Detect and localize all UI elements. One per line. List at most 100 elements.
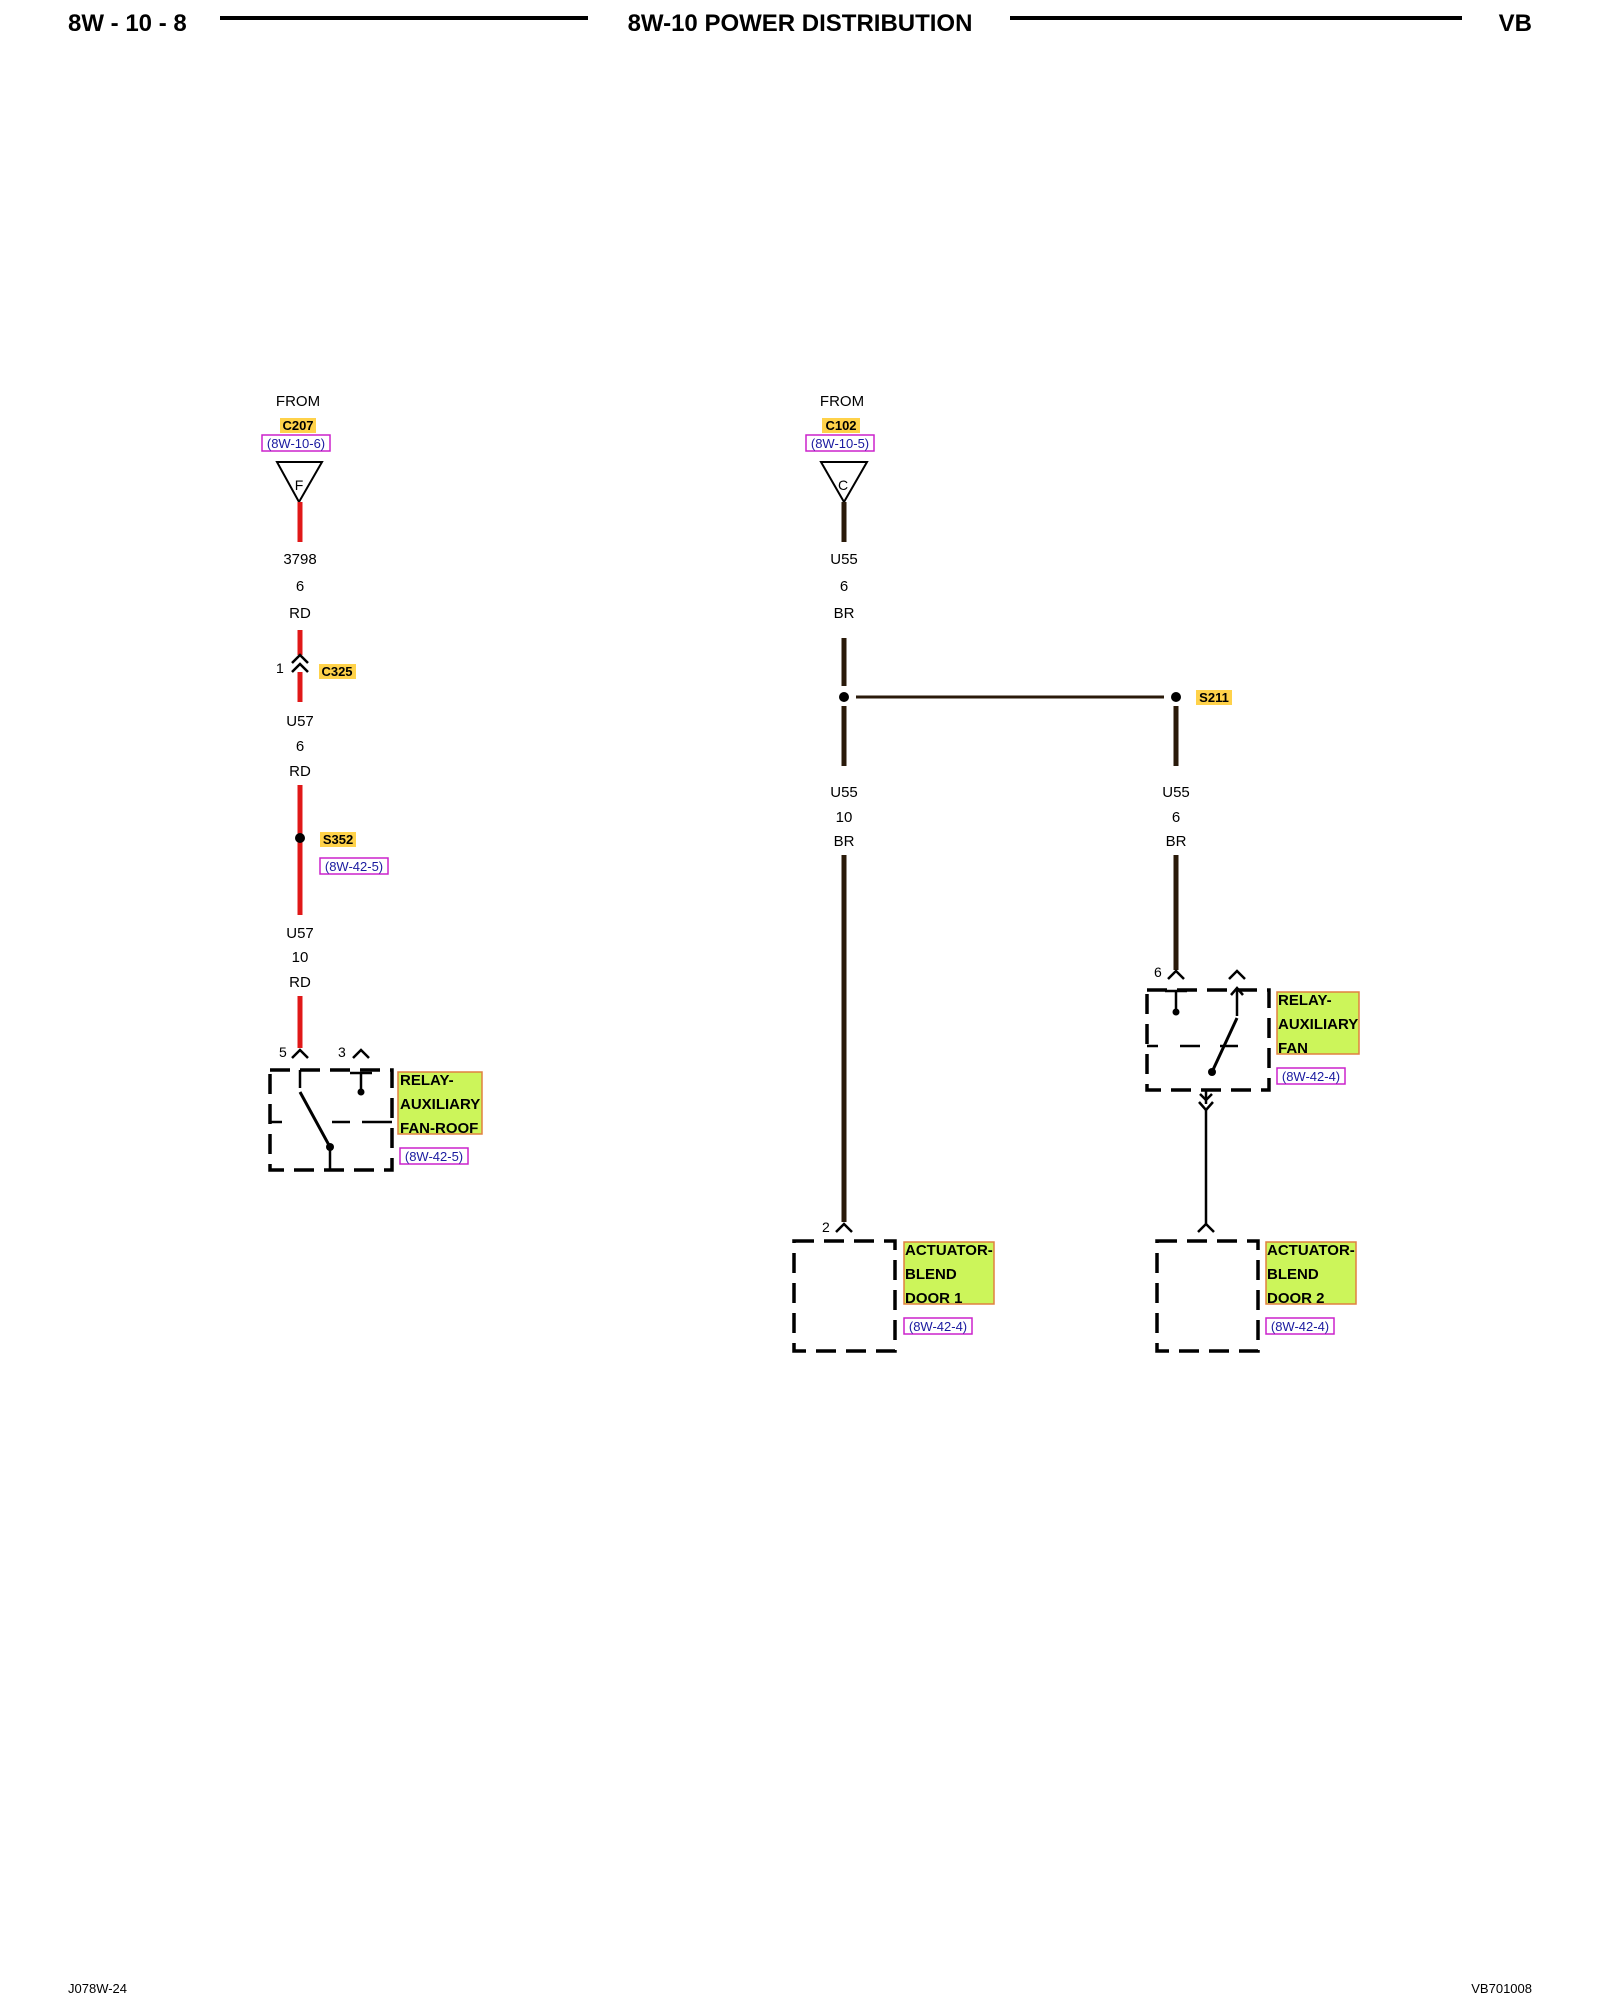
door2-component-box <box>1155 1239 1260 1353</box>
ref-box-left-source <box>261 434 331 452</box>
connector-c102-label[interactable]: C102 <box>825 418 856 433</box>
relay-fan-roof-line3[interactable]: FAN-ROOF <box>400 1120 478 1137</box>
door1-line2[interactable]: BLEND <box>905 1266 957 1283</box>
source-connector-symbol-right <box>819 461 869 505</box>
relay-fan-pin-6-dot <box>1172 1008 1180 1016</box>
connector-c207-label[interactable]: C207 <box>282 418 313 433</box>
door1-pin-label: 2 <box>822 1219 830 1235</box>
door2-terminal <box>1197 1222 1215 1233</box>
relay-pin-3-dot <box>357 1088 365 1096</box>
wire-u57-color: RD <box>289 763 311 780</box>
inline-connector-symbol <box>291 653 309 673</box>
relay-pin-3-label: 3 <box>338 1044 346 1060</box>
wire-u57-circuit: U57 <box>286 713 314 730</box>
splice-junction-left <box>839 692 849 702</box>
connector-tag-c102 <box>822 418 860 433</box>
ref-box-right-source <box>805 434 875 452</box>
splice-s352-dot <box>295 833 305 843</box>
wire-u55-10-circuit: U55 <box>830 784 858 801</box>
ref-link-relay-fan[interactable]: (8W-42-4) <box>1282 1069 1340 1084</box>
connector-tag-c325 <box>319 664 356 679</box>
wire-u55-10-color: BR <box>834 833 855 850</box>
page-number: 8W - 10 - 8 <box>68 10 187 37</box>
from-label-left: FROM <box>276 393 320 410</box>
relay-auxiliary-fan-roof[interactable]: 5 3 <box>268 1044 394 1172</box>
relay-fan-pin-6-terminal <box>1167 969 1185 980</box>
ref-box-door1 <box>903 1317 973 1335</box>
wire-u57-10-color: RD <box>289 974 311 991</box>
wire-u57-gauge: 6 <box>296 738 304 755</box>
relay-auxiliary-fan[interactable]: 6 <box>1145 964 1271 1104</box>
wire-3798-circuit: 3798 <box>283 551 316 568</box>
ref-box-relay-fan-roof <box>399 1147 469 1165</box>
splice-tag-s352 <box>320 832 356 847</box>
wire-u55-6-color: BR <box>1166 833 1187 850</box>
ref-link-door2[interactable]: (8W-42-4) <box>1271 1319 1329 1334</box>
ref-link-s352[interactable]: (8W-42-5) <box>325 859 383 874</box>
door2-tag <box>1265 1241 1357 1305</box>
relay-fan-pin-6-label: 6 <box>1154 964 1162 980</box>
actuator-blend-door-1[interactable]: 2 <box>792 1219 897 1353</box>
relay-fan-line2[interactable]: AUXILIARY <box>1278 1016 1358 1033</box>
ref-box-s352 <box>319 857 389 875</box>
relay-fan-roof-tag <box>397 1071 483 1135</box>
wire-3798-color: RD <box>289 605 311 622</box>
footer-left-code: J078W-24 <box>68 1981 127 1996</box>
wire-u55-6-gauge: 6 <box>1172 809 1180 826</box>
from-label-right: FROM <box>820 393 864 410</box>
cavity-label-f: F <box>295 477 304 493</box>
door1-component-box <box>792 1239 897 1353</box>
relay-fan-line1[interactable]: RELAY- <box>1278 992 1332 1009</box>
relay-fan-switch-contact <box>1208 1068 1216 1076</box>
model-code: VB <box>1499 10 1532 37</box>
ref-box-relay-fan <box>1276 1067 1346 1085</box>
ref-link-relay-fan-roof[interactable]: (8W-42-5) <box>405 1149 463 1164</box>
splice-tag-s211 <box>1196 690 1232 705</box>
door1-line1[interactable]: ACTUATOR- <box>905 1242 993 1259</box>
relay-fan-line3[interactable]: FAN <box>1278 1040 1308 1057</box>
door1-terminal <box>835 1222 853 1233</box>
wire-u55-10-gauge: 10 <box>836 809 853 826</box>
page-title: 8W-10 POWER DISTRIBUTION <box>628 10 973 37</box>
splice-s211-dot <box>1171 692 1181 702</box>
splice-s211-label[interactable]: S211 <box>1199 690 1229 705</box>
wire-u55-gauge: 6 <box>840 578 848 595</box>
relay-fan-output-arrow <box>1199 1093 1213 1102</box>
ref-link-door1[interactable]: (8W-42-4) <box>909 1319 967 1334</box>
wire-u55-color: BR <box>834 605 855 622</box>
cavity-label-c: C <box>838 477 848 493</box>
source-connector-symbol-left <box>275 461 324 505</box>
relay-fan-pivot-arrow <box>1230 986 1244 996</box>
relay-fan-roof-line2[interactable]: AUXILIARY <box>400 1096 480 1113</box>
relay-pin-5-label: 5 <box>279 1044 287 1060</box>
wire-u57-10-gauge: 10 <box>292 949 309 966</box>
c325-pin-label: 1 <box>276 660 284 676</box>
left-circuit: FROM C207 (8W-10-6) F 3798 6 RD 1 C325 U… <box>261 393 483 1172</box>
ref-link-left-source[interactable]: (8W-10-6) <box>267 436 325 451</box>
actuator-blend-door-2[interactable] <box>1155 1222 1260 1353</box>
relay-switch-arm <box>298 1091 332 1148</box>
ref-box-door2 <box>1265 1317 1335 1335</box>
right-circuit: FROM C102 (8W-10-5) C U55 6 BR S211 U55 … <box>792 393 1360 1353</box>
relay-fan-output-terminal <box>1228 969 1246 980</box>
door1-tag <box>903 1241 995 1305</box>
wire-u57-10-circuit: U57 <box>286 925 314 942</box>
door2-line1[interactable]: ACTUATOR- <box>1267 1242 1355 1259</box>
door2-line2[interactable]: BLEND <box>1267 1266 1319 1283</box>
relay-fan-roof-line1[interactable]: RELAY- <box>400 1072 454 1089</box>
wire-u55-circuit: U55 <box>830 551 858 568</box>
relay-fan-tag <box>1276 991 1360 1055</box>
wire-3798-gauge: 6 <box>296 578 304 595</box>
door1-line3[interactable]: DOOR 1 <box>905 1290 963 1307</box>
relay-pin-5-terminal <box>291 1048 309 1059</box>
footer-right-code: VB701008 <box>1471 1981 1532 1996</box>
splice-s352-label[interactable]: S352 <box>323 832 353 847</box>
wire-u55-6-circuit: U55 <box>1162 784 1190 801</box>
relay-fan-box <box>1145 988 1271 1092</box>
relay-pin-3-terminal <box>352 1048 370 1059</box>
connector-c325-label[interactable]: C325 <box>321 664 352 679</box>
ref-link-right-source[interactable]: (8W-10-5) <box>811 436 869 451</box>
door2-line3[interactable]: DOOR 2 <box>1267 1290 1325 1307</box>
connector-tag-c207 <box>280 418 316 433</box>
